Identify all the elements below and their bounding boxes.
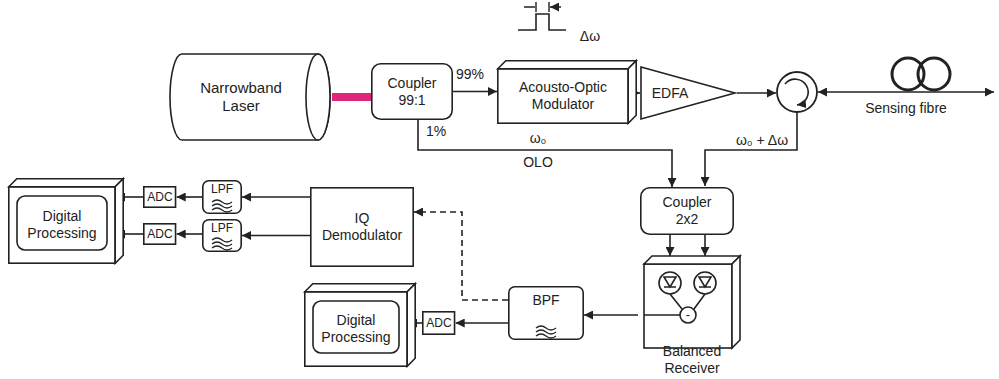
filter-wave xyxy=(212,238,232,242)
filter-outline xyxy=(509,287,583,339)
circulator xyxy=(777,72,817,112)
box-outline xyxy=(144,224,176,244)
sensing-fibre-line xyxy=(818,91,994,93)
signal-connector xyxy=(242,196,310,198)
component-box: ADC xyxy=(143,223,176,245)
component-box: Digital Processing xyxy=(8,178,124,264)
photodiode-ring xyxy=(694,272,716,294)
component-box: LPF xyxy=(202,180,242,214)
filter-wave xyxy=(212,246,232,250)
laser-beam xyxy=(332,93,371,101)
signal-label: ω₀ + Δω xyxy=(734,132,790,148)
processor-top xyxy=(9,179,123,187)
fibre-coil xyxy=(918,58,950,90)
box-outline xyxy=(144,187,176,207)
laser-body xyxy=(170,54,330,140)
pulse-width-tick xyxy=(536,2,549,12)
signal-label: - xyxy=(686,308,690,323)
component-box: EDFA xyxy=(640,66,736,120)
filter-wave xyxy=(212,204,232,208)
laser-face xyxy=(306,54,330,140)
modulator-front xyxy=(498,69,628,123)
component-label: LPF xyxy=(211,221,233,235)
pulse-width-bracket xyxy=(524,6,561,7)
signal-connector xyxy=(177,233,202,235)
signal-connector xyxy=(584,314,638,316)
component-label: EDFA xyxy=(652,85,689,102)
component-box: Coupler 99:1 xyxy=(371,63,453,120)
box-outline xyxy=(641,188,733,234)
circulator-arrow xyxy=(785,79,808,105)
signal-connector xyxy=(418,120,672,187)
signal-connector xyxy=(669,235,671,256)
component-label: Coupler 2x2 xyxy=(654,194,720,228)
backscatter-wire xyxy=(705,112,797,186)
component-label: ADC xyxy=(426,316,451,330)
box-outline xyxy=(372,64,452,119)
component-box: Acousto-Optic Modulator xyxy=(497,60,637,124)
photodiode-ring xyxy=(659,272,681,294)
signal-label: 1% xyxy=(424,123,448,139)
component-box: Narrowband Laser xyxy=(168,52,332,142)
signal-label: Sensing fibre xyxy=(863,100,949,116)
signal-connector xyxy=(704,235,706,256)
filter-wave xyxy=(212,242,232,246)
component-label: ADC xyxy=(147,227,172,241)
signal-label: ω₀ xyxy=(528,130,549,146)
signal-label: OLO xyxy=(521,154,555,170)
component-label: Coupler 99:1 xyxy=(381,75,443,109)
filter-wave xyxy=(212,208,232,212)
component-box: LPF xyxy=(202,219,242,252)
processor-front xyxy=(9,187,115,263)
signal-connector xyxy=(242,235,310,237)
signal-connector xyxy=(453,91,497,93)
processor-side xyxy=(115,179,123,263)
processor-side xyxy=(407,284,415,366)
filter-wave xyxy=(212,200,232,204)
edfa-output-wire xyxy=(737,92,776,94)
filter-outline xyxy=(203,220,241,251)
processor-front xyxy=(305,292,407,366)
signal-connector xyxy=(177,196,202,198)
photodiode-symbol xyxy=(664,277,676,287)
processor-screen xyxy=(313,301,399,353)
filter-outline xyxy=(203,181,241,213)
subtractor-circle xyxy=(680,307,696,323)
component-box: ADC xyxy=(143,186,176,208)
photodiode-symbol xyxy=(699,277,711,287)
filter-wave xyxy=(536,326,556,330)
component-label: ADC xyxy=(147,190,172,204)
receiver-top xyxy=(644,256,740,264)
receiver-front xyxy=(644,264,732,348)
modulator-top xyxy=(498,61,636,69)
component-label: BPF xyxy=(532,292,559,309)
component-label: Digital Processing xyxy=(22,208,102,242)
box-outline xyxy=(311,188,413,266)
signal-connector xyxy=(456,322,508,324)
control-link xyxy=(414,212,508,300)
component-box: Coupler 2x2 xyxy=(640,187,734,235)
component-label: Narrowband Laser xyxy=(193,79,289,115)
component-box: ADC xyxy=(422,311,455,335)
component-label: Balanced Receiver xyxy=(647,343,737,377)
amplifier-triangle xyxy=(641,67,735,119)
pulse-symbol xyxy=(518,14,566,30)
signal-label: 99% xyxy=(454,66,486,82)
box-outline xyxy=(423,312,455,334)
component-label: IQ Demodulator xyxy=(318,210,406,244)
receiver-side xyxy=(732,256,740,348)
component-box: IQ Demodulator xyxy=(310,187,414,267)
filter-wave xyxy=(536,334,556,338)
filter-wave xyxy=(536,330,556,334)
processor-screen xyxy=(17,196,107,250)
signal-label: Δω xyxy=(578,28,602,44)
component-box: BPF xyxy=(508,286,584,340)
component-box: Digital Processing xyxy=(304,283,416,367)
modulator-side xyxy=(628,61,636,123)
component-label: Digital Processing xyxy=(318,312,394,346)
component-box: Balanced Receiver xyxy=(638,256,746,379)
component-label: LPF xyxy=(211,182,233,196)
component-label: Acousto-Optic Modulator xyxy=(505,79,621,113)
processor-top xyxy=(305,284,415,292)
